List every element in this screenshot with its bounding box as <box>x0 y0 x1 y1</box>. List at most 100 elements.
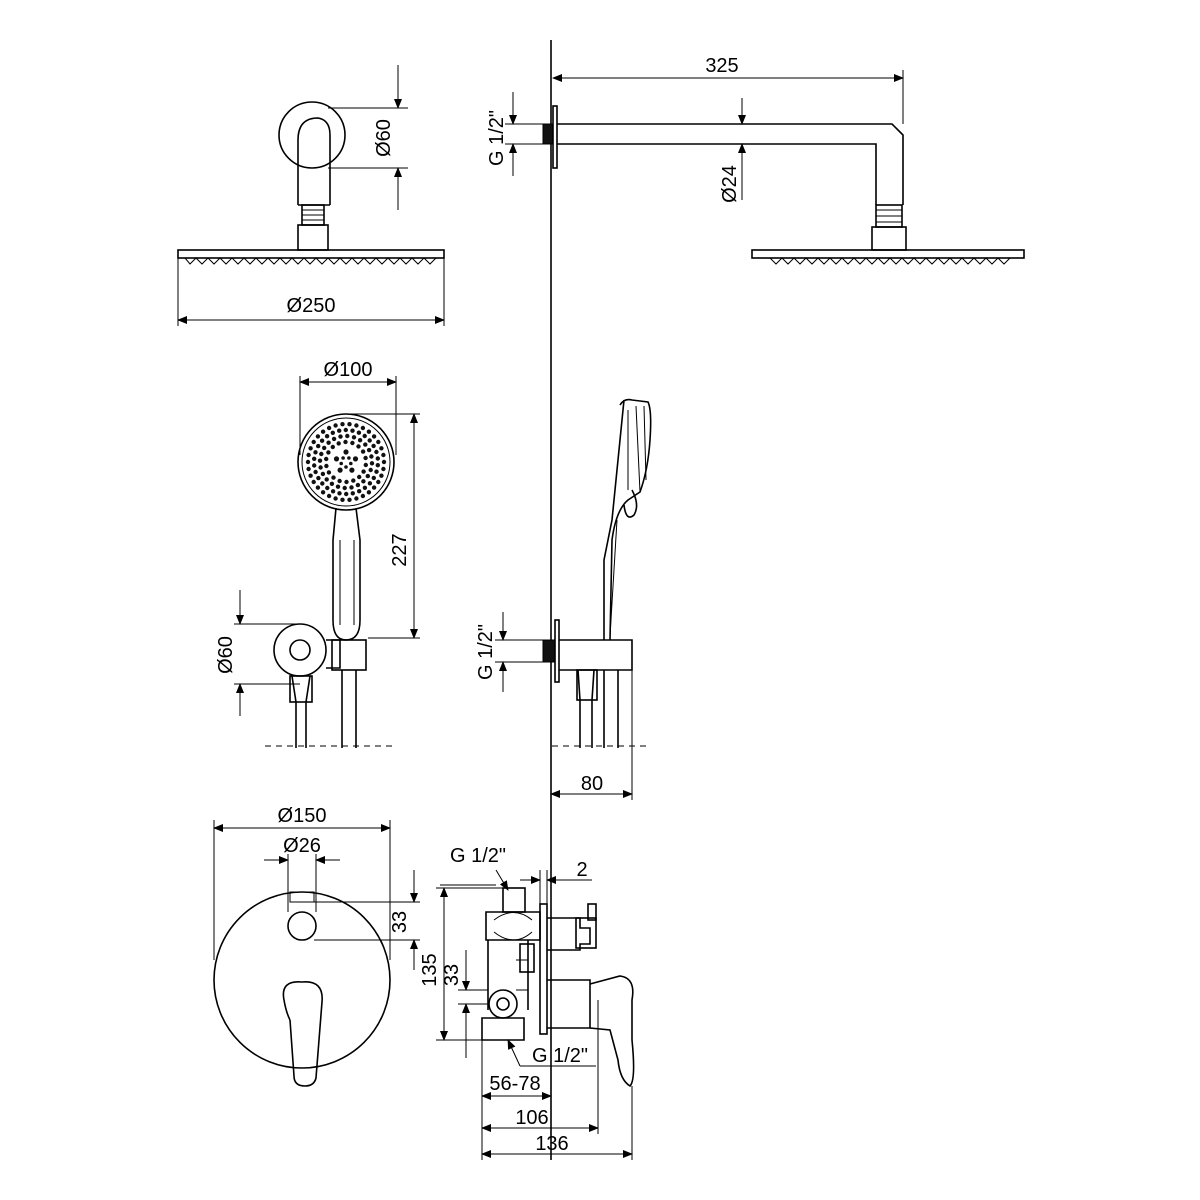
dim-mixer-offset: 33 <box>441 950 488 1058</box>
hand-shower-side-view <box>542 398 652 748</box>
spray-nozzle <box>338 434 343 439</box>
spray-nozzle <box>371 475 376 481</box>
spray-nozzle <box>367 481 373 486</box>
dim-head-mount-diameter-label: Ø60 <box>373 119 395 157</box>
dim-depth-106-label: 106 <box>515 1107 548 1129</box>
spray-nozzle <box>313 469 318 475</box>
mixer-side-view <box>481 887 635 1088</box>
spray-nozzle <box>347 456 351 460</box>
spray-nozzle <box>337 478 342 484</box>
spray-nozzle <box>356 444 361 449</box>
spray-nozzle <box>361 479 366 484</box>
dim-mixer-inlet-bottom-label: G 1/2" <box>532 1045 588 1067</box>
spray-nozzle <box>371 443 376 449</box>
spray-nozzle <box>347 497 352 502</box>
dim-plate-diameter-label: Ø150 <box>278 805 327 827</box>
spray-nozzle <box>362 433 367 439</box>
spray-nozzle <box>319 451 324 457</box>
dim-arm-length-label: 325 <box>705 55 738 77</box>
spray-nozzle <box>350 428 355 433</box>
dim-holder-diameter: Ø60 <box>215 590 300 716</box>
spray-nozzle <box>381 452 386 458</box>
dim-holder-diameter-label: Ø60 <box>215 636 237 674</box>
spray-nozzle <box>344 465 348 469</box>
spray-nozzle <box>376 479 381 485</box>
dim-hand-shower-diameter: Ø100 <box>299 359 397 455</box>
spray-nozzle <box>305 459 311 465</box>
dim-holder-depth: 80 <box>550 670 633 800</box>
spray-nozzle <box>350 440 355 446</box>
spray-nozzle <box>347 422 352 427</box>
dim-arm-diameter-label: Ø24 <box>719 165 741 203</box>
dim-knob-offset: 33 <box>314 870 420 970</box>
spray-nozzle <box>360 425 366 431</box>
dim-hand-shower-length: 227 <box>350 413 420 639</box>
spray-nozzle <box>371 434 377 439</box>
spray-nozzle <box>343 427 348 433</box>
spray-nozzle <box>369 454 374 459</box>
spray-nozzle <box>365 473 370 479</box>
dim-mixer-inlet-top-label: G 1/2" <box>450 845 506 867</box>
dim-knob-offset-label: 33 <box>389 911 411 933</box>
spray-nozzle <box>374 469 379 474</box>
dim-install-depth-label: 56-78 <box>489 1073 540 1095</box>
dim-knob-diameter-label: Ø26 <box>283 835 321 857</box>
dim-mixer-height-label: 135 <box>419 953 441 986</box>
spray-nozzle <box>366 490 372 495</box>
spray-nozzle <box>306 452 311 458</box>
dim-arm-length: 325 <box>552 55 904 124</box>
spray-nozzle <box>313 450 318 455</box>
dim-head-diameter: Ø250 <box>177 258 445 326</box>
spray-nozzle <box>349 461 353 466</box>
spray-nozzle <box>308 446 313 451</box>
spray-nozzle <box>366 429 372 434</box>
spray-nozzle <box>343 449 349 455</box>
spray-nozzle <box>344 491 349 497</box>
spray-nozzle <box>315 485 321 490</box>
spray-nozzle <box>375 463 380 468</box>
spray-nozzle <box>326 470 332 475</box>
spray-nozzle <box>344 479 349 485</box>
dim-mixer-height: 135 <box>419 887 503 1041</box>
spray-nozzle <box>326 450 331 455</box>
dim-plate-diameter: Ø150 <box>213 805 391 960</box>
spray-nozzle <box>320 481 325 486</box>
dim-knob-diameter: Ø26 <box>264 835 340 912</box>
dim-holder-thread: G 1/2" <box>475 612 543 692</box>
dim-mixer-gap-label: 2 <box>576 859 587 881</box>
spray-nozzle <box>342 485 347 491</box>
spray-nozzle <box>312 456 317 461</box>
spray-nozzle <box>376 439 381 445</box>
dim-mixer-inlet-top: G 1/2" <box>440 845 509 891</box>
spray-nozzle <box>308 473 313 478</box>
spray-nozzle <box>355 482 361 488</box>
mixer-plate-front-view <box>213 891 391 1087</box>
spray-nozzle <box>343 439 348 445</box>
spray-nozzle <box>366 447 372 453</box>
spray-nozzle <box>326 493 332 499</box>
spray-nozzle <box>324 463 329 469</box>
spray-nozzle <box>362 485 368 490</box>
spray-nozzle <box>363 442 368 447</box>
dim-holder-thread-label: G 1/2" <box>475 624 497 680</box>
dim-mixer-gap: 2 <box>520 859 592 904</box>
spray-nozzle <box>337 428 342 433</box>
spray-nozzle <box>312 463 317 468</box>
spray-nozzle <box>369 461 375 466</box>
spray-nozzle <box>315 434 321 439</box>
spray-nozzle <box>352 456 359 462</box>
spray-nozzle <box>324 434 330 439</box>
spray-nozzle <box>322 445 327 451</box>
spray-nozzle <box>318 465 323 470</box>
spray-nozzle <box>381 466 386 472</box>
spray-nozzle <box>337 491 342 496</box>
spray-nozzle <box>326 425 332 431</box>
spray-nozzle <box>336 441 341 446</box>
spray-nozzle <box>340 497 345 502</box>
dim-mixer-offset-label: 33 <box>441 964 463 986</box>
spray-nozzle <box>367 438 372 443</box>
spray-nozzle <box>351 478 356 483</box>
spray-nozzle <box>329 481 335 486</box>
dim-arm-thread: G 1/2" <box>486 92 543 176</box>
